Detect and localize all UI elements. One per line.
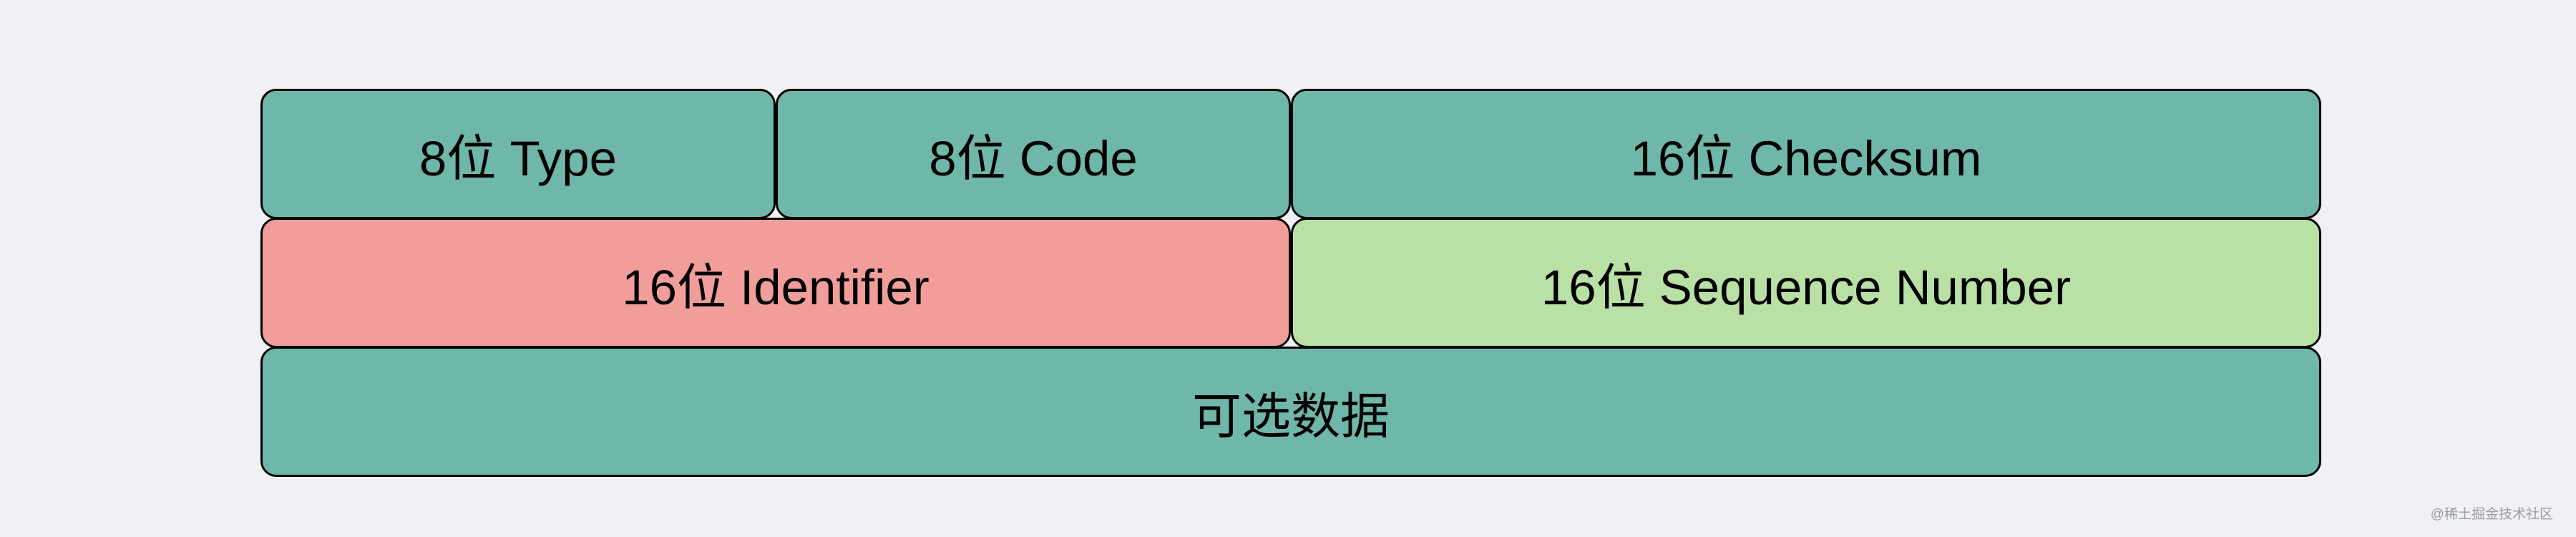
icmp-header-diagram: 8位 Type 8位 Code 16位 Checksum 16位 Identif… [260,89,2321,477]
identifier-field-label: 16位 Identifier [622,260,930,315]
checksum-field: 16位 Checksum [1291,89,2321,219]
identifier-field: 16位 Identifier [260,218,1291,348]
code-field: 8位 Code [776,89,1291,219]
checksum-field-label: 16位 Checksum [1630,131,1982,186]
sequence-number-field-label: 16位 Sequence Number [1541,260,2072,315]
type-field-label: 8位 Type [419,131,618,186]
optional-data-field: 可选数据 [260,347,2321,477]
watermark: @稀土掘金技术社区 [2430,507,2553,522]
optional-data-field-label: 可选数据 [1192,389,1390,444]
sequence-number-field: 16位 Sequence Number [1291,218,2321,348]
code-field-label: 8位 Code [929,131,1138,186]
type-field: 8位 Type [260,89,776,219]
